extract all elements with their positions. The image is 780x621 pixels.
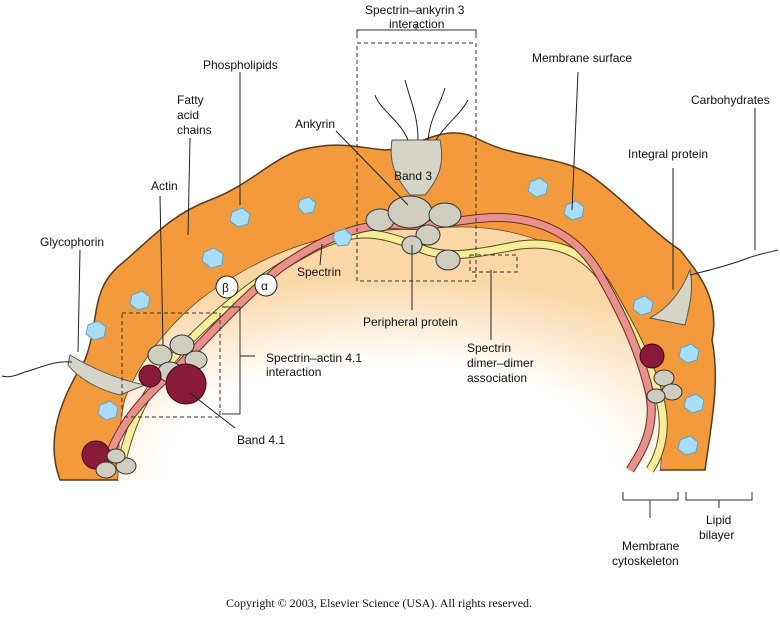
dimer-label-3: association <box>467 371 527 385</box>
beta-marker: β <box>215 275 239 299</box>
copyright-text: Copyright © 2003, Elsevier Science (USA)… <box>226 596 532 610</box>
band3-label: Band 3 <box>394 169 432 183</box>
glycophorin-complex <box>67 334 208 479</box>
lipid-bilayer-label-2: bilayer <box>699 528 734 542</box>
integral-protein-blobs <box>85 177 705 456</box>
band41-label: Band 4.1 <box>237 433 285 447</box>
dimer-box <box>469 254 518 273</box>
carbohydrates-label: Carbohydrates <box>691 93 770 107</box>
alpha-label: α <box>261 279 268 293</box>
alpha-marker: α <box>254 273 278 297</box>
actin-bracket <box>222 306 241 415</box>
spectrin-actin-label-1: Spectrin–actin 4.1 <box>266 351 362 365</box>
lipid-bilayer-label-1: Lipid <box>706 513 731 527</box>
spectrin-ankyrin-label-1: Spectrin–ankyrin 3 <box>365 3 465 17</box>
membrane-surface-label: Membrane surface <box>532 51 632 65</box>
dimer-label-1: Spectrin <box>467 341 511 355</box>
band3-complex <box>365 139 462 271</box>
bilayer-bracket <box>685 492 753 508</box>
beta-label: β <box>222 281 229 295</box>
phospholipids-label: Phospholipids <box>203 58 278 72</box>
glycophorin-label: Glycophorin <box>40 235 104 249</box>
spectrin-ankyrin-label-2: interaction <box>389 17 444 31</box>
actin-label: Actin <box>151 179 178 193</box>
integral-protein-complex <box>639 268 693 404</box>
spectrin-label: Spectrin <box>297 265 341 279</box>
fatty-acid-label-3: chains <box>177 123 212 137</box>
fatty-acid-label-2: acid <box>177 108 199 122</box>
ankyrin-label: Ankyrin <box>295 117 335 131</box>
leader-lines <box>77 71 756 429</box>
spectrin-ankyrin-box <box>356 42 477 282</box>
dimer-label-2: dimer–dimer <box>467 356 534 370</box>
carbohydrate-chains <box>1 79 779 378</box>
fatty-acid-label-1: Fatty <box>177 93 204 107</box>
spectrin-actin-box <box>121 312 221 418</box>
cytoskeleton-label-2: cytoskeleton <box>612 554 679 568</box>
spectrin-actin-label-2: interaction <box>266 365 321 379</box>
top-bracket <box>356 24 477 38</box>
cytoskeleton-label-1: Membrane <box>622 539 680 553</box>
cytoskeleton-bracket <box>622 492 679 518</box>
peripheral-protein-label: Peripheral protein <box>363 315 458 329</box>
integral-protein-label: Integral protein <box>628 147 708 161</box>
